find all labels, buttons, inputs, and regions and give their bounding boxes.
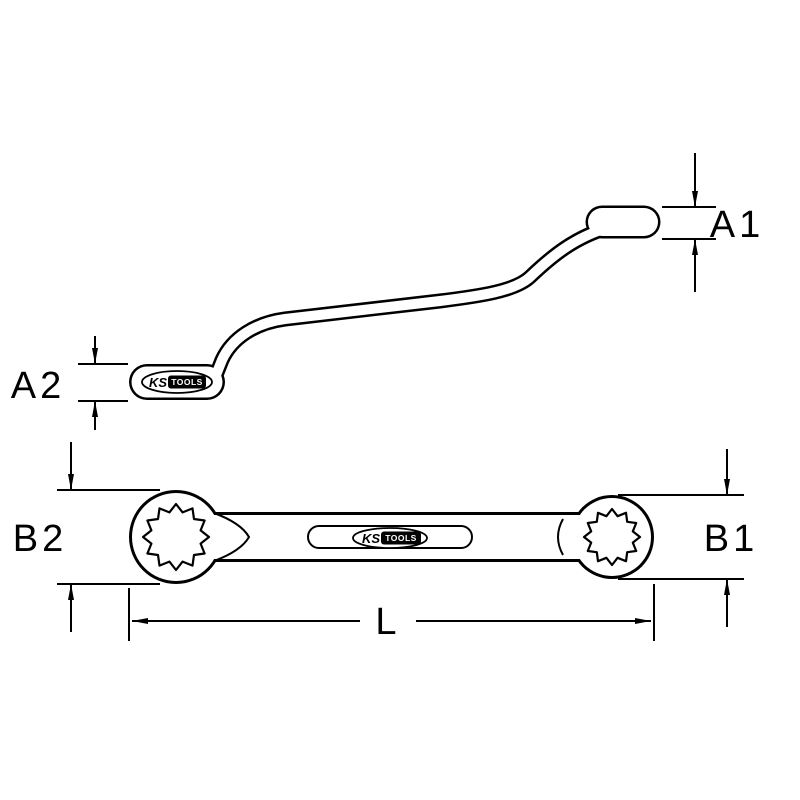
tools-badge (168, 375, 206, 389)
dimension-label-a2: A2 (11, 365, 65, 407)
left-ring-12-point-opening (141, 502, 211, 572)
tools-text: TOOLS (385, 533, 417, 543)
right-neck-taper-line (557, 518, 564, 556)
dimension-a2: A2 (11, 336, 128, 430)
tools-badge (381, 531, 421, 545)
dimension-b1: B1 (618, 449, 758, 627)
dimension-label-l: L (375, 601, 400, 643)
ks-tools-logo-top: KS TOOLS (352, 527, 428, 549)
dimension-label-a1: A1 (710, 204, 764, 246)
left-neck-taper-line (213, 512, 251, 562)
dimension-b2: B2 (13, 442, 160, 632)
ks-text: KS (149, 375, 167, 390)
dimension-label-b2: B2 (13, 518, 67, 560)
side-view-wrench (129, 205, 661, 400)
dimension-a1: A1 (662, 153, 764, 292)
top-view-wrench (129, 490, 654, 584)
tools-text: TOOLS (171, 377, 203, 387)
right-ring-12-point-opening (582, 507, 642, 567)
ks-text: KS (362, 531, 380, 546)
ks-tools-logo-side: KS TOOLS (141, 370, 213, 394)
dimension-l: L (128, 584, 655, 643)
dimension-label-b1: B1 (704, 518, 758, 560)
